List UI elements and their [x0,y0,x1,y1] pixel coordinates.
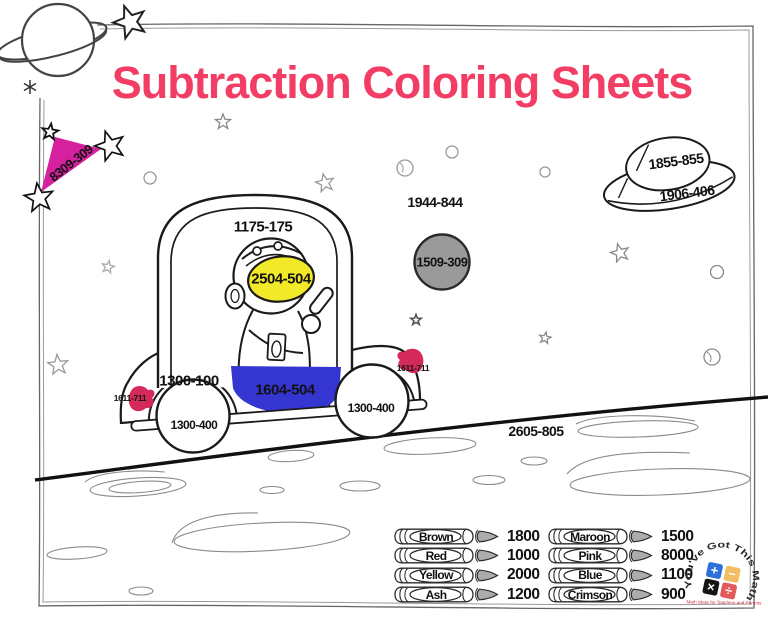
saturn-planet-icon [0,2,108,78]
crayon-value: 2000 [507,566,540,584]
gray-planet [413,233,471,291]
astronaut-car-drawing [119,193,428,454]
moon-label: 2605-805 [508,423,564,439]
sparkle-icon [23,80,37,94]
side-light-left [128,385,155,412]
legend-row: Crimson 900 [548,586,698,603]
light-left-label: 1611-711 [113,393,147,403]
crayon-icon: Pink [548,547,654,564]
gray-planet-label: 1509-309 [416,254,468,270]
legend-row: Ash 1200 [394,586,544,603]
crayon-icon: Maroon [548,528,654,545]
crayon-value: 1500 [661,527,694,545]
crayon-color-name: Pink [578,548,603,563]
sky-label: 1944-844 [407,194,463,210]
crayon-icon: Blue [548,567,654,584]
crayon-icon: Ash [394,586,500,603]
magenta-triangle [41,137,101,192]
crayon-value: 1000 [507,546,540,564]
crayon-icon: Crimson [548,586,654,603]
crayon-icon: Red [394,547,500,564]
wheel-right-label: 1300-400 [347,401,395,415]
legend-row: Red 1000 [394,547,544,564]
car-door-label: 1604-504 [255,381,315,399]
hand-drawn-border [38,23,756,610]
circle-stars [143,145,725,366]
wheel-right [334,363,410,439]
crayon-color-name: Maroon [570,529,610,544]
plus-icon: + [709,562,720,578]
logo-minus-square [723,565,741,583]
crayon-color-name: Ash [425,587,447,602]
legend-row: Maroon 1500 [548,528,698,545]
side-light-right [397,348,424,374]
legend-row: Yellow 2000 [394,566,544,584]
car-door [231,366,341,414]
times-icon: × [706,579,717,595]
crayon-color-name: Red [425,548,447,563]
crayon-color-name: Brown [418,529,454,544]
logo-times-square [702,578,720,596]
crayon-value: 1800 [507,527,540,545]
divide-icon: ÷ [724,582,734,598]
moon-craters [46,415,751,596]
crayon-value: 8000 [661,546,694,564]
logo-divide-square [720,582,737,600]
crayon-value: 1100 [661,566,693,584]
legend-column-2: Maroon 1500 Pink 8000 Blue 1100 Crimson … [548,528,698,606]
minus-icon: − [727,566,738,582]
logo-plus-square [706,562,723,579]
crayon-value: 900 [661,585,686,603]
visor [247,255,315,303]
legend-row: Blue 1100 [548,566,698,584]
light-right-label: 1611-711 [396,363,430,373]
legend-column-1: Brown 1800 Red 1000 Yellow 2000 Ash 1200 [394,528,544,606]
wheel-left-label: 1300-400 [170,418,218,432]
crayon-value: 1200 [507,585,540,603]
crayon-icon: Yellow [394,567,500,584]
dome-label: 1175-175 [233,218,293,236]
wheel-left [155,378,231,454]
visor-label: 2504-504 [251,270,311,288]
car-body-label: 1300-100 [159,372,219,390]
crayon-color-name: Yellow [419,568,453,583]
moon-horizon [34,395,768,482]
crayon-color-name: Blue [578,568,602,583]
page-title: Subtraction Coloring Sheets [111,57,694,108]
ufo-drawing [602,136,736,212]
crayon-icon: Brown [394,528,500,545]
astronaut [224,237,334,387]
legend-row: Brown 1800 [394,528,544,545]
crayon-color-name: Crimson [567,587,613,602]
legend-row: Pink 8000 [548,547,698,564]
